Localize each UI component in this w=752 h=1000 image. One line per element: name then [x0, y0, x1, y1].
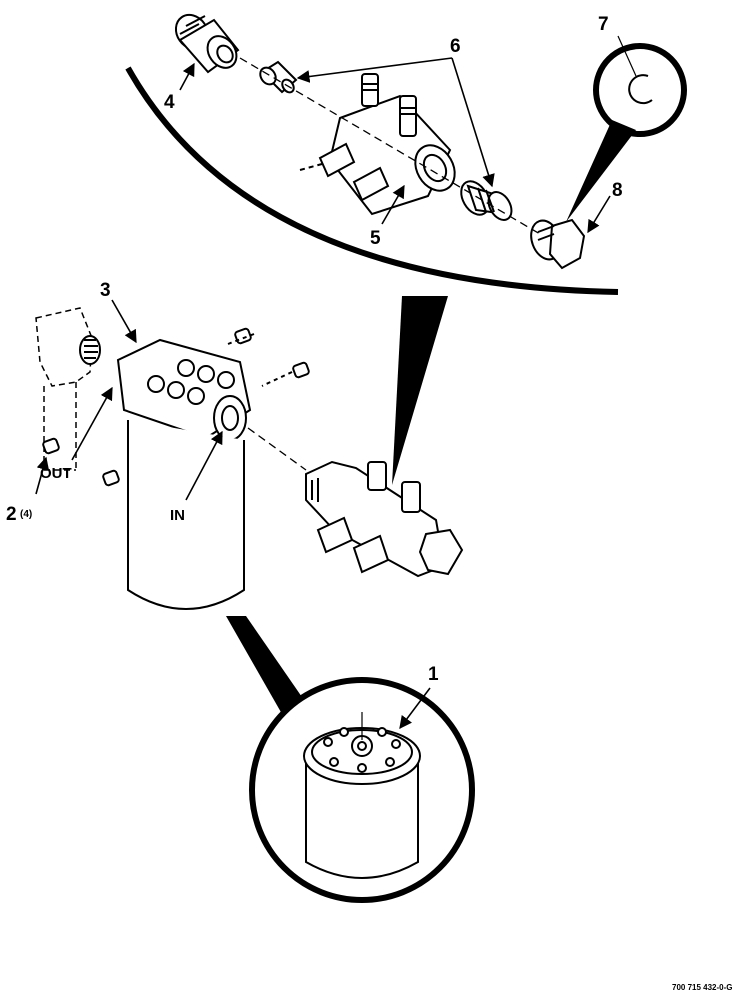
detail-arc: [125, 66, 619, 295]
port-label-in: IN: [170, 507, 185, 524]
element-pointer-wedge: [226, 616, 304, 714]
callout-4: 4: [164, 92, 175, 113]
elbow-fitting-dashed: [35, 307, 93, 471]
callout-7: 7: [598, 14, 609, 35]
port-label-out: OUT: [40, 465, 72, 482]
elbow-thread: [79, 335, 101, 365]
callout-1: 1: [428, 664, 439, 685]
callout-8: 8: [612, 180, 623, 201]
insert-part-6b: [460, 180, 513, 221]
callout-5: 5: [370, 228, 381, 249]
manifold-part-5: [299, 73, 456, 216]
ring-pointer-wedge: [566, 120, 636, 222]
callout-6: 6: [450, 36, 461, 57]
detail-pointer-wedge: [392, 296, 448, 485]
leader-lines: [35, 35, 637, 730]
tee-assembly-assembled: [305, 460, 464, 578]
filter-element-part-1: [303, 712, 421, 879]
set-screws-part-2: [42, 327, 310, 487]
drawing-number: 700 715 432-0-G: [672, 983, 733, 992]
filter-element-detail: [226, 616, 475, 903]
upper-centreline: [239, 57, 541, 235]
callout-2: 2: [6, 504, 17, 525]
insert-part-6a: [259, 60, 298, 94]
fitting-part-4: [174, 13, 240, 74]
filter-canister: [127, 420, 245, 610]
callout-2-quantity: (4): [20, 509, 32, 520]
filter-head-part-3: [116, 338, 252, 441]
callout-3: 3: [100, 280, 111, 301]
upper-detail-view: [125, 66, 619, 485]
flow-dashed-line: [247, 427, 307, 471]
plug-part-8: [530, 218, 586, 270]
ring-detail-bubble-7: [566, 43, 687, 222]
